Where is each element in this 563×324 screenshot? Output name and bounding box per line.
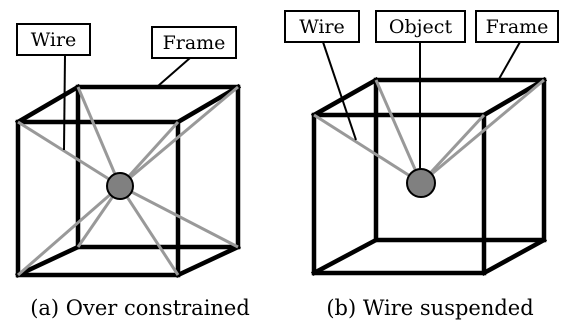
frame-callout-line (498, 41, 521, 80)
frame-back-face (373, 77, 547, 243)
wire-label: Wire (31, 29, 77, 51)
frame-label: Frame (486, 16, 549, 38)
wire (419, 113, 486, 185)
wire-callout-line (63, 54, 66, 151)
frame-edge (310, 236, 380, 277)
frame-label-box (475, 10, 559, 43)
panel-wire-suspended: Wire Object Frame (b) Wire suspended (284, 10, 559, 320)
wire (119, 85, 239, 188)
wire-label-box (16, 23, 91, 56)
wire (76, 86, 122, 187)
frame-front-face (15, 119, 181, 278)
caption-b: (b) Wire suspended (326, 296, 533, 320)
frame-edge (14, 83, 82, 126)
wire-label: Wire (299, 16, 345, 38)
frame-cube-b (310, 76, 548, 277)
object-label: Object (389, 16, 453, 38)
wire (17, 120, 121, 188)
frame-edge (310, 76, 380, 119)
wire-label-box (284, 10, 360, 43)
caption-a: (a) Over constrained (30, 296, 250, 320)
frame-edge (174, 83, 242, 126)
object-label-box (375, 10, 466, 43)
wire-callout-line (322, 41, 357, 141)
wire (119, 184, 239, 249)
frame-edge (480, 76, 548, 119)
wire (313, 113, 422, 185)
object-sphere (406, 168, 436, 198)
wire (17, 184, 121, 277)
wire (118, 185, 180, 276)
frame-edge (15, 244, 81, 278)
frame-callout-line (157, 57, 191, 87)
frame-edge (480, 236, 548, 277)
frame-label-box (151, 26, 237, 59)
wire (374, 79, 423, 184)
wires-b (313, 78, 545, 185)
wire (420, 78, 545, 185)
frame-front-face (311, 112, 487, 276)
object-sphere (106, 172, 134, 200)
frame-back-face (75, 84, 241, 250)
panel-over-constrained: Wire Frame (a) Over constrained (14, 23, 250, 320)
wire (118, 120, 180, 188)
frame-label: Frame (163, 32, 226, 54)
frame-edge (175, 244, 241, 278)
